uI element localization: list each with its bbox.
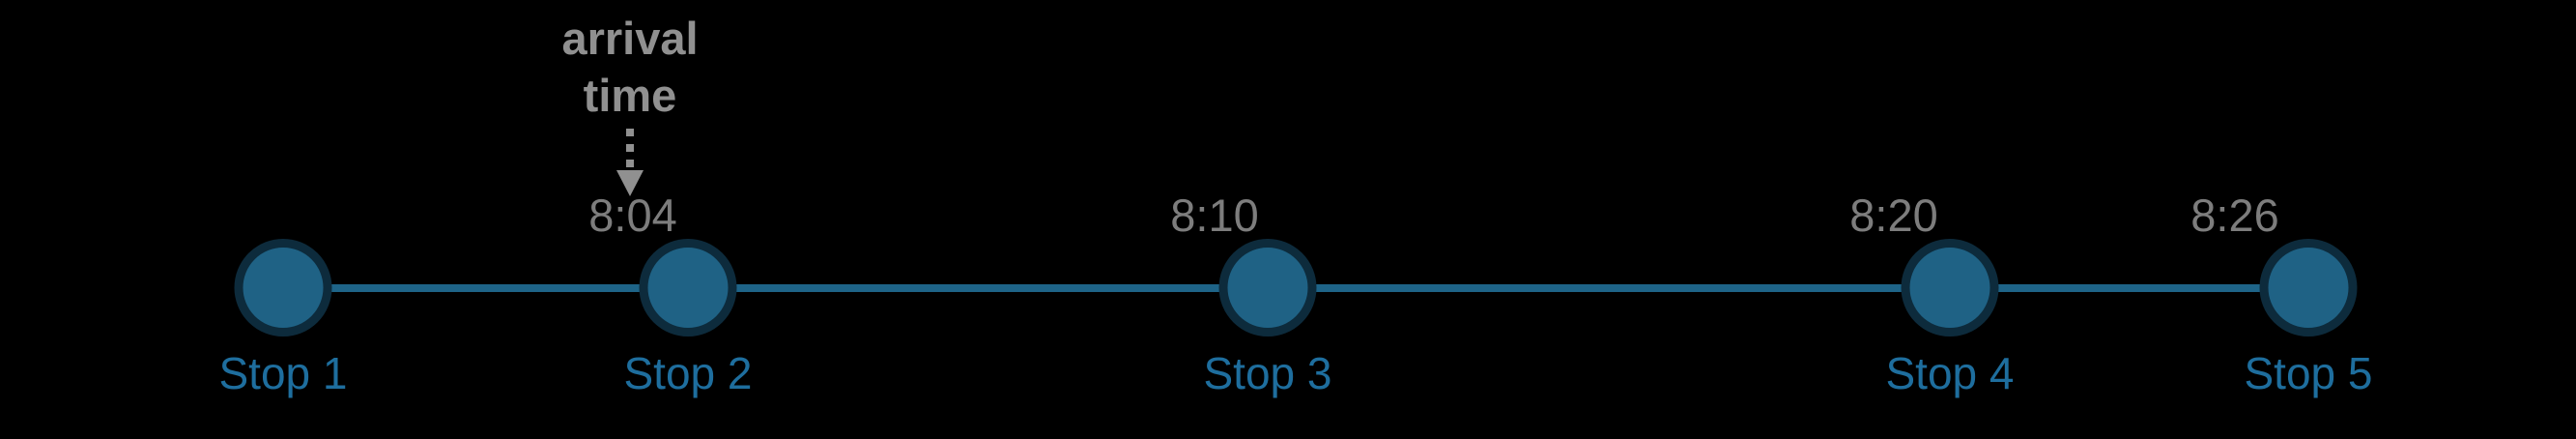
arrival-time-label: 8:20 xyxy=(1849,190,1938,241)
arrival-time-label: 8:10 xyxy=(1170,190,1259,241)
down-arrow-head-icon xyxy=(616,170,644,196)
stop-node xyxy=(639,239,737,337)
stop-label: Stop 1 xyxy=(218,348,348,398)
stop-node xyxy=(234,239,332,337)
dotted-arrow-shaft-icon xyxy=(626,129,634,168)
stop-label: Stop 3 xyxy=(1203,348,1332,398)
stop-node xyxy=(2259,239,2358,337)
stop-label: Stop 2 xyxy=(623,348,753,398)
stop-label: Stop 5 xyxy=(2244,348,2373,398)
arrival-time-label: 8:26 xyxy=(2190,190,2279,241)
annotation-line-2: time xyxy=(583,70,677,121)
stop-node xyxy=(1901,239,1999,337)
stop-node xyxy=(1218,239,1317,337)
annotation-line-1: arrival xyxy=(561,13,699,64)
arrival-time-annotation: arrival time xyxy=(561,10,698,124)
arrival-time-label: 8:04 xyxy=(588,190,677,241)
stop-label: Stop 4 xyxy=(1885,348,2015,398)
